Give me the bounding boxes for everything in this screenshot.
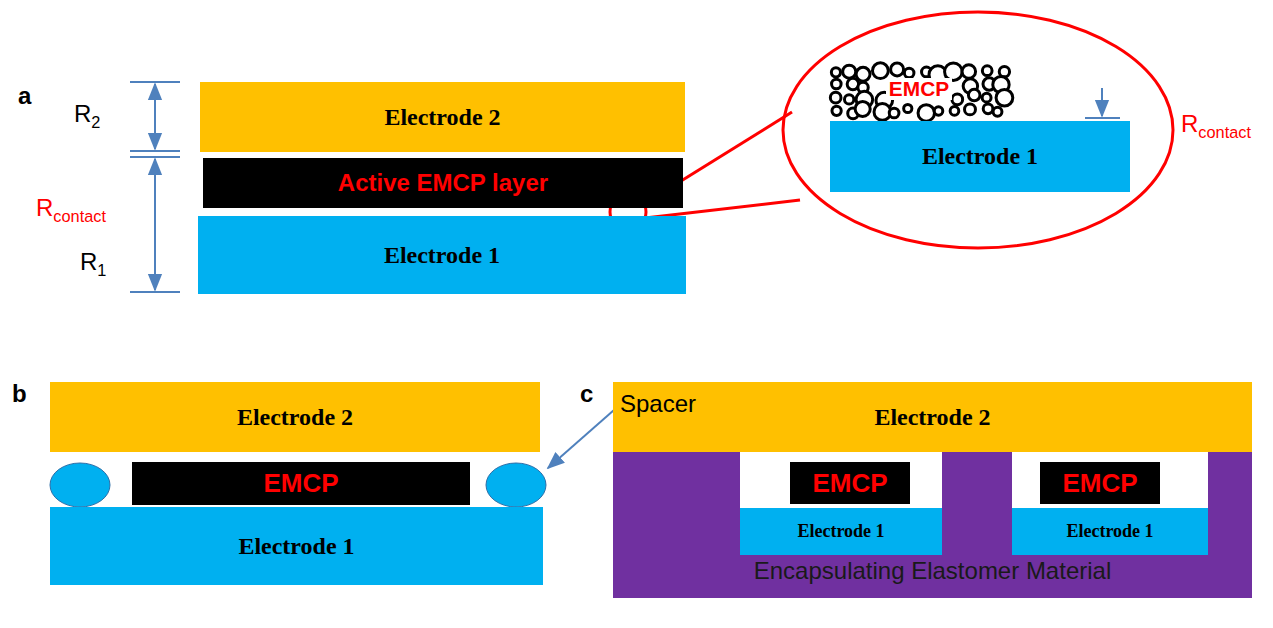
active-layer-box: Active EMCP layer [203, 158, 683, 208]
particle [983, 104, 993, 114]
particle [889, 108, 899, 118]
particle [982, 66, 992, 76]
node-label: Electrode 1 [238, 533, 354, 559]
particle [872, 63, 888, 79]
particle [962, 65, 976, 79]
particle-layer: EMCP [878, 76, 960, 102]
electrode-box: Electrode 1 [50, 507, 543, 585]
particle [891, 63, 904, 76]
spacer-bead [486, 463, 546, 507]
resistance-label: R2 [74, 102, 100, 130]
particle [904, 68, 914, 78]
particle [843, 65, 856, 78]
electrode-box: Electrode 1 [198, 216, 686, 294]
particle [830, 92, 841, 103]
particle [968, 89, 980, 101]
panel-letter: b [12, 382, 27, 406]
panel-letter: a [18, 84, 31, 108]
particle [982, 93, 991, 102]
resistance-label: R1 [80, 250, 106, 278]
electrode-box: Electrode 1 [830, 121, 1130, 192]
resistance-label: Rcontact [1181, 112, 1251, 140]
active-layer-box: EMCP [132, 462, 470, 505]
electrode-box: Electrode 2 [200, 82, 685, 152]
particle [856, 67, 870, 81]
node-label: Electrode 1 [384, 242, 500, 268]
elastomer-region: EMCP Electrode 1 EMCP Electrode 1 Encapsulat… [613, 452, 1252, 598]
node-label: Electrode 1 [1066, 522, 1153, 542]
active-layer-box: EMCP [1040, 462, 1160, 504]
particle [934, 107, 943, 116]
particle [855, 101, 870, 116]
spacer-bead [50, 463, 110, 507]
node-label: Electrode 1 [922, 143, 1038, 169]
node-label: Electrode 2 [237, 404, 353, 430]
electrode-box: Electrode 1 [1012, 508, 1208, 555]
particle [993, 107, 1002, 116]
node-label: Encapsulating Elastomer Material [754, 558, 1112, 584]
electrode-box: Electrode 1 [740, 508, 942, 555]
node-label: EMCP [263, 469, 338, 498]
node-label: Electrode 2 [874, 404, 990, 430]
particle [832, 79, 842, 89]
leader-line [548, 410, 614, 468]
particle [952, 94, 963, 105]
node-label: EMCP [812, 469, 887, 498]
particle-cluster [830, 63, 1012, 121]
particle [918, 105, 934, 121]
node-label: Electrode 1 [797, 522, 884, 542]
node-label: Active EMCP layer [338, 170, 548, 196]
particle [965, 104, 976, 115]
particle [844, 95, 853, 104]
particle [996, 89, 1013, 106]
dimension-lines [130, 82, 180, 292]
electrode-box: Electrode 2 [613, 382, 1252, 452]
particle [831, 68, 840, 77]
particle [832, 106, 841, 115]
callout-label: Spacer [620, 392, 696, 416]
zoom-callout [610, 12, 1173, 248]
node-label: Electrode 2 [384, 104, 500, 130]
particle [950, 107, 959, 116]
node-label: EMCP [1062, 469, 1137, 498]
particle [904, 104, 912, 112]
resistance-label: Rcontact [36, 196, 106, 224]
electrode-box: Electrode 2 [50, 382, 540, 452]
node-label: EMCP [886, 78, 952, 101]
panel-letter: c [580, 382, 593, 406]
active-layer-box: EMCP [790, 462, 910, 504]
